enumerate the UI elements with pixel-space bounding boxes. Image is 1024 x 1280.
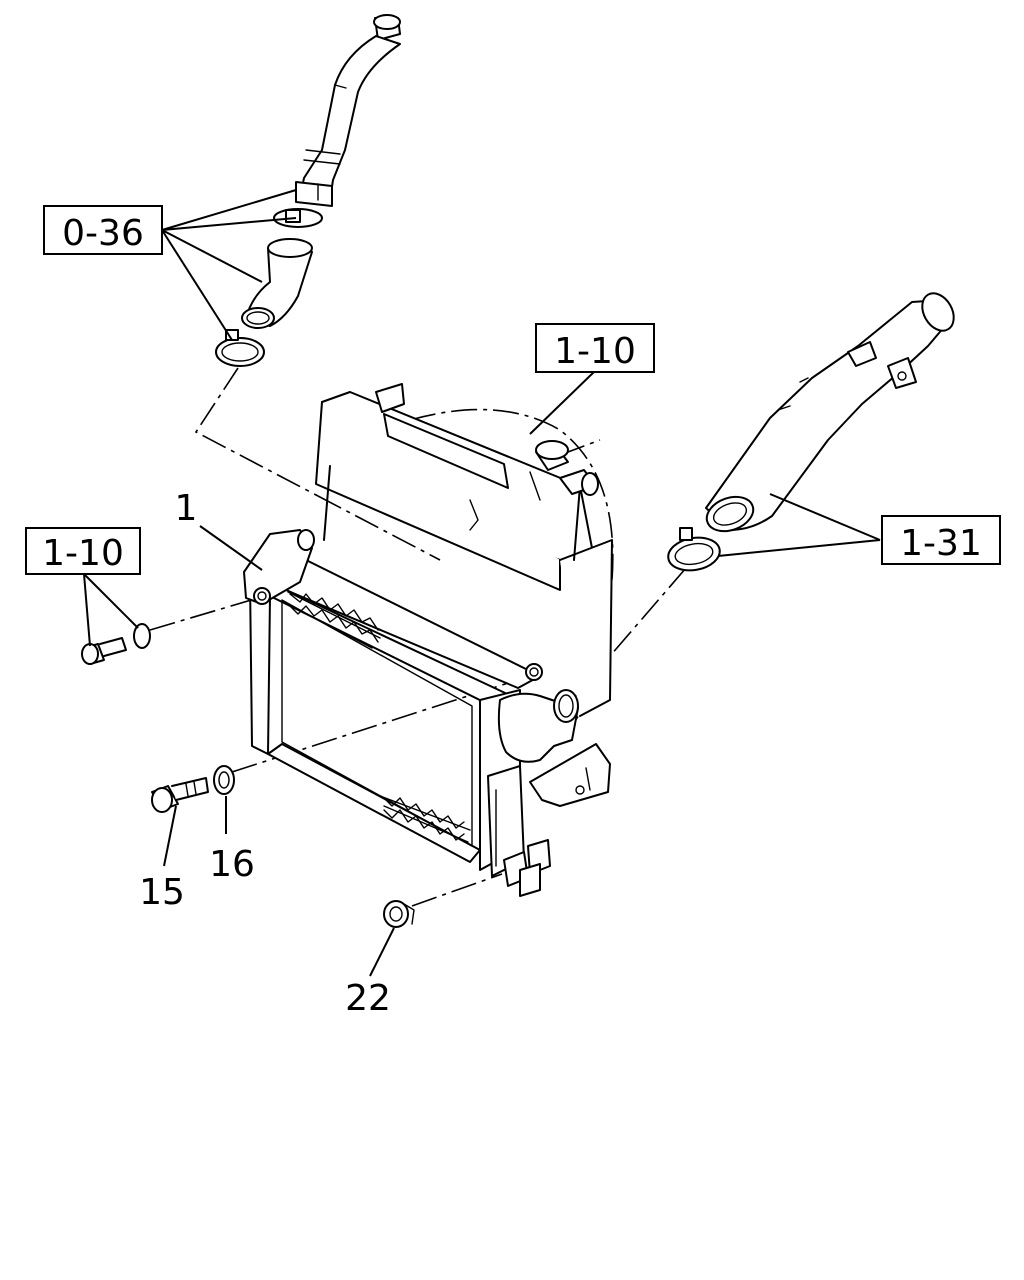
part-number-22[interactable]: 22	[345, 978, 391, 1019]
right-charge-pipe	[705, 292, 955, 533]
nut-22	[383, 900, 415, 928]
callout-1-10-bolt-label: 1-10	[42, 533, 124, 574]
part-number-1[interactable]: 1	[175, 488, 198, 529]
washer-16	[213, 765, 235, 795]
callout-0-36[interactable]: 0-36	[43, 205, 163, 255]
radiator-core	[315, 383, 613, 717]
callout-1-10-radiator-label: 1-10	[554, 331, 636, 372]
part-number-16[interactable]: 16	[209, 844, 255, 885]
right-hose-clamp	[667, 527, 721, 572]
upper-hose-clamp	[273, 208, 323, 228]
callout-1-10-radiator[interactable]: 1-10	[535, 323, 655, 373]
lower-hose-clamp	[215, 329, 265, 367]
bolt-15	[151, 777, 209, 813]
callout-1-31[interactable]: 1-31	[881, 515, 1001, 565]
part-number-15[interactable]: 15	[139, 872, 185, 913]
bolt-upper-left	[81, 637, 127, 665]
upper-intake-pipe	[295, 14, 401, 207]
callout-1-31-label: 1-31	[900, 523, 982, 564]
intercooler-fins-bottom	[379, 795, 471, 843]
callout-1-10-bolt[interactable]: 1-10	[25, 527, 141, 575]
washer-upper-left	[133, 623, 151, 649]
intercooler-fins-top	[287, 591, 381, 649]
callout-0-36-label: 0-36	[62, 213, 144, 254]
rubber-hose	[241, 238, 313, 329]
leader-lines	[83, 189, 881, 977]
intercooler-assembly	[243, 529, 611, 897]
